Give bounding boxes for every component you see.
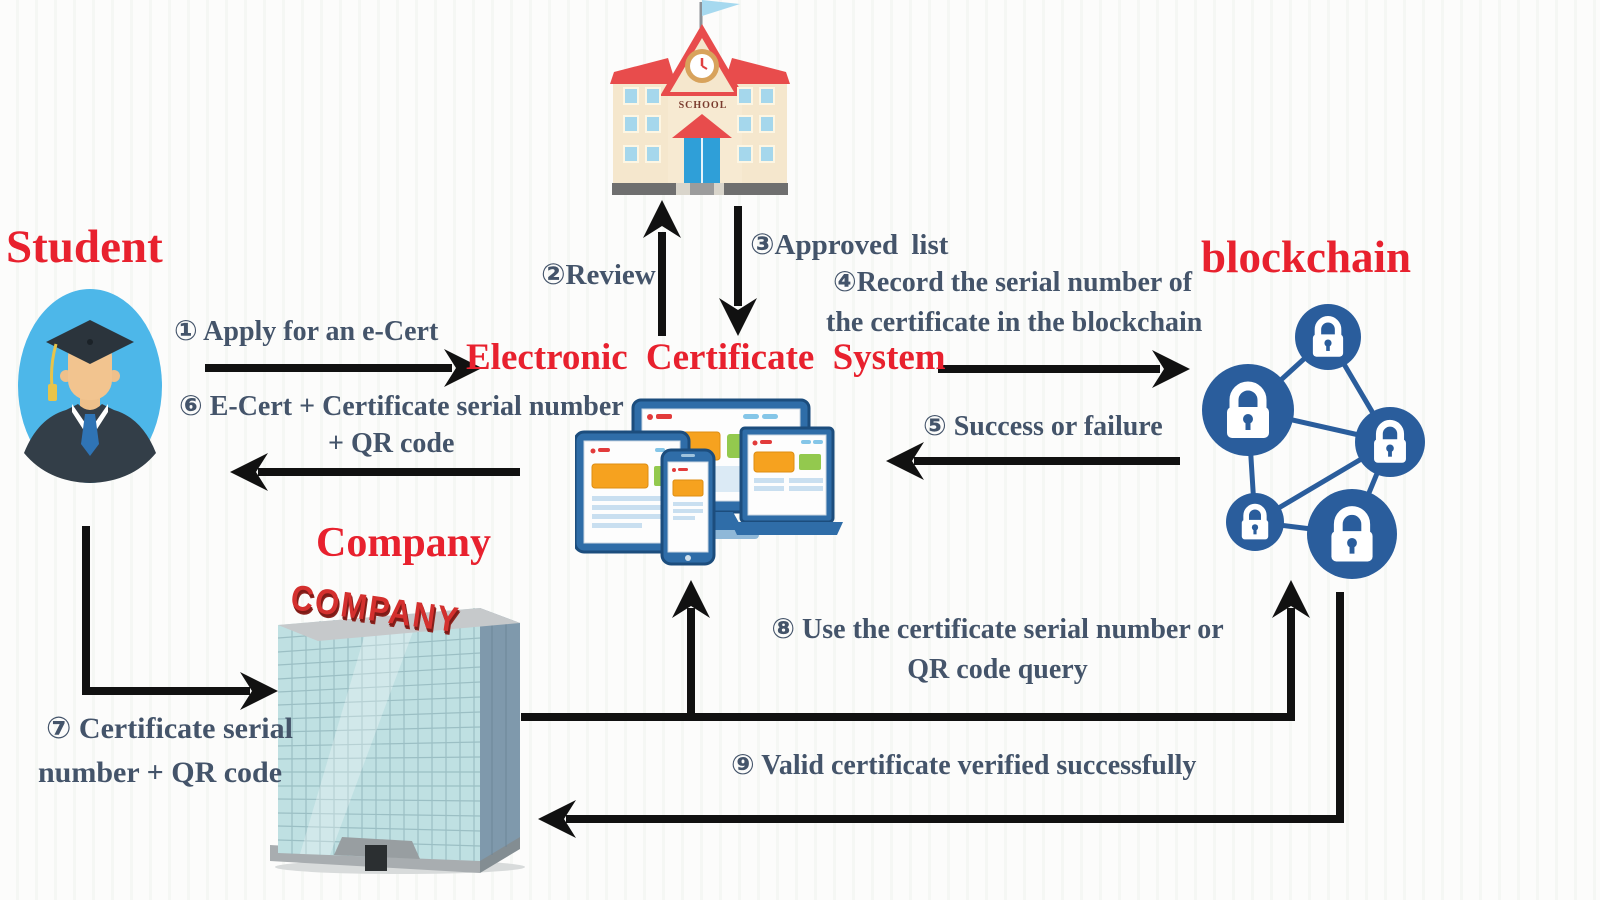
- school-flag: [702, 0, 740, 16]
- flow-7-serial-label-line2: number + QR code: [38, 756, 283, 789]
- ecs-label: Electronic Certificate System: [466, 337, 946, 378]
- student-label: Student: [6, 221, 163, 273]
- school-icon: SCHOOL: [610, 0, 790, 195]
- arrow-verified-return: [566, 592, 1344, 823]
- arrowheads: [230, 200, 1310, 838]
- flow-6-ecert-label-line2: + QR code: [328, 428, 455, 459]
- flow-4-record-label-line1: ④Record the serial number of: [833, 267, 1193, 298]
- arrowhead-right: [444, 349, 482, 387]
- flow-8-query-label: ⑧ Use the certificate serial number or Q…: [745, 614, 1250, 686]
- company-roof: [278, 608, 520, 641]
- flow-9-verified-label: ⑨ Valid certificate verified successfull…: [731, 750, 1197, 781]
- flow-6-ecert-label-line1: ⑥ E-Cert + Certificate serial number: [179, 391, 624, 422]
- flow-8-query-label-line2: QR code query: [907, 654, 1088, 686]
- arrowhead-left: [886, 442, 924, 480]
- arrowhead-right: [1152, 350, 1190, 388]
- blockchain-nodes: [1202, 304, 1425, 579]
- arrowhead-down: [719, 298, 757, 336]
- company-building-icon: [270, 608, 525, 874]
- student-avatar-icon: [18, 289, 162, 483]
- flow-8-query-label-line1: ⑧ Use the certificate serial number or: [771, 614, 1224, 645]
- school-windows: [623, 87, 775, 163]
- arrowhead-up: [1272, 580, 1310, 618]
- arrow-student-company: [82, 526, 250, 695]
- arrowhead-right: [240, 672, 278, 710]
- ecs-devices-icon: [575, 398, 843, 566]
- flow-7-serial-label-line1: ⑦ Certificate serial: [46, 712, 293, 745]
- school-door-awning: [672, 114, 732, 138]
- arrowhead-up: [672, 580, 710, 618]
- company-entrance: [365, 845, 387, 871]
- flow-4-record-label-line2: the certificate in the blockchain: [826, 307, 1203, 338]
- blockchain-network-icon: [1202, 304, 1425, 579]
- company-label: Company: [316, 520, 492, 566]
- company-side-face: [480, 608, 520, 861]
- flow-3-approved-label: ③Approved list: [750, 229, 949, 261]
- arrow-company-query: [521, 608, 1295, 721]
- arrowhead-left: [538, 800, 576, 838]
- blockchain-label: blockchain: [1201, 232, 1412, 282]
- flow-2-review-label: ②Review: [541, 259, 656, 291]
- arrowhead-left: [230, 453, 268, 491]
- flow-5-success-label: ⑤ Success or failure: [923, 411, 1163, 442]
- flow-1-apply-label: ① Apply for an e-Cert: [174, 316, 439, 347]
- company-front-face: [278, 608, 480, 861]
- school-sign-text: SCHOOL: [679, 100, 728, 111]
- glass-grid: [277, 608, 481, 861]
- arrowhead-up: [643, 200, 681, 238]
